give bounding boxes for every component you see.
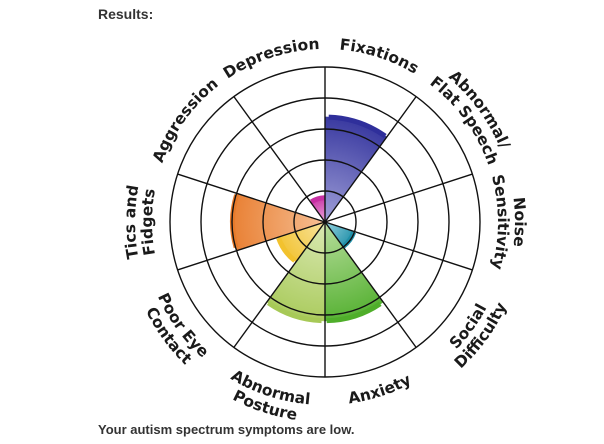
- grid-spoke-4: [324, 221, 417, 348]
- category-label: Noise: [510, 196, 530, 247]
- category-label-text: Aggression: [149, 74, 221, 165]
- sector-rim-4: [326, 301, 382, 324]
- category-label-text: Fidgets: [138, 187, 159, 257]
- grid-spoke-8: [177, 173, 326, 223]
- sector-tics-and-fidgets: [231, 193, 325, 251]
- category-label-text: Tics and: [121, 184, 142, 261]
- category-label: Depression: [220, 35, 320, 82]
- sector-abnormal-posture: [266, 222, 325, 322]
- category-label-text: Depression: [220, 35, 320, 82]
- sector-rim-0: [328, 114, 387, 139]
- category-label: Sensitivity: [488, 173, 512, 272]
- grid-spoke-1: [324, 96, 417, 223]
- results-heading: Results:: [98, 6, 154, 22]
- category-label-text: Fixations: [339, 36, 422, 78]
- sector-anxiety: [325, 222, 384, 322]
- sector-rim-9: [310, 195, 325, 204]
- grid-spoke-2: [324, 173, 473, 223]
- category-label-text: Anxiety: [347, 371, 414, 408]
- category-label: Tics and: [121, 184, 142, 261]
- results-summary: Your autism spectrum symptoms are low.: [98, 422, 355, 437]
- grid-spoke-9: [233, 96, 326, 223]
- category-label: Fixations: [339, 36, 422, 78]
- category-label: Aggression: [149, 74, 221, 165]
- grid-spoke-3: [324, 221, 473, 271]
- sector-rim-6: [276, 237, 297, 263]
- category-label-text: Sensitivity: [488, 173, 512, 272]
- grid-spoke-6: [233, 221, 326, 348]
- category-label: Fidgets: [138, 187, 159, 257]
- category-label-text: Noise: [510, 196, 530, 247]
- grid-spoke-7: [177, 221, 326, 271]
- sector-rim-5: [266, 300, 322, 324]
- category-label: Anxiety: [347, 371, 414, 408]
